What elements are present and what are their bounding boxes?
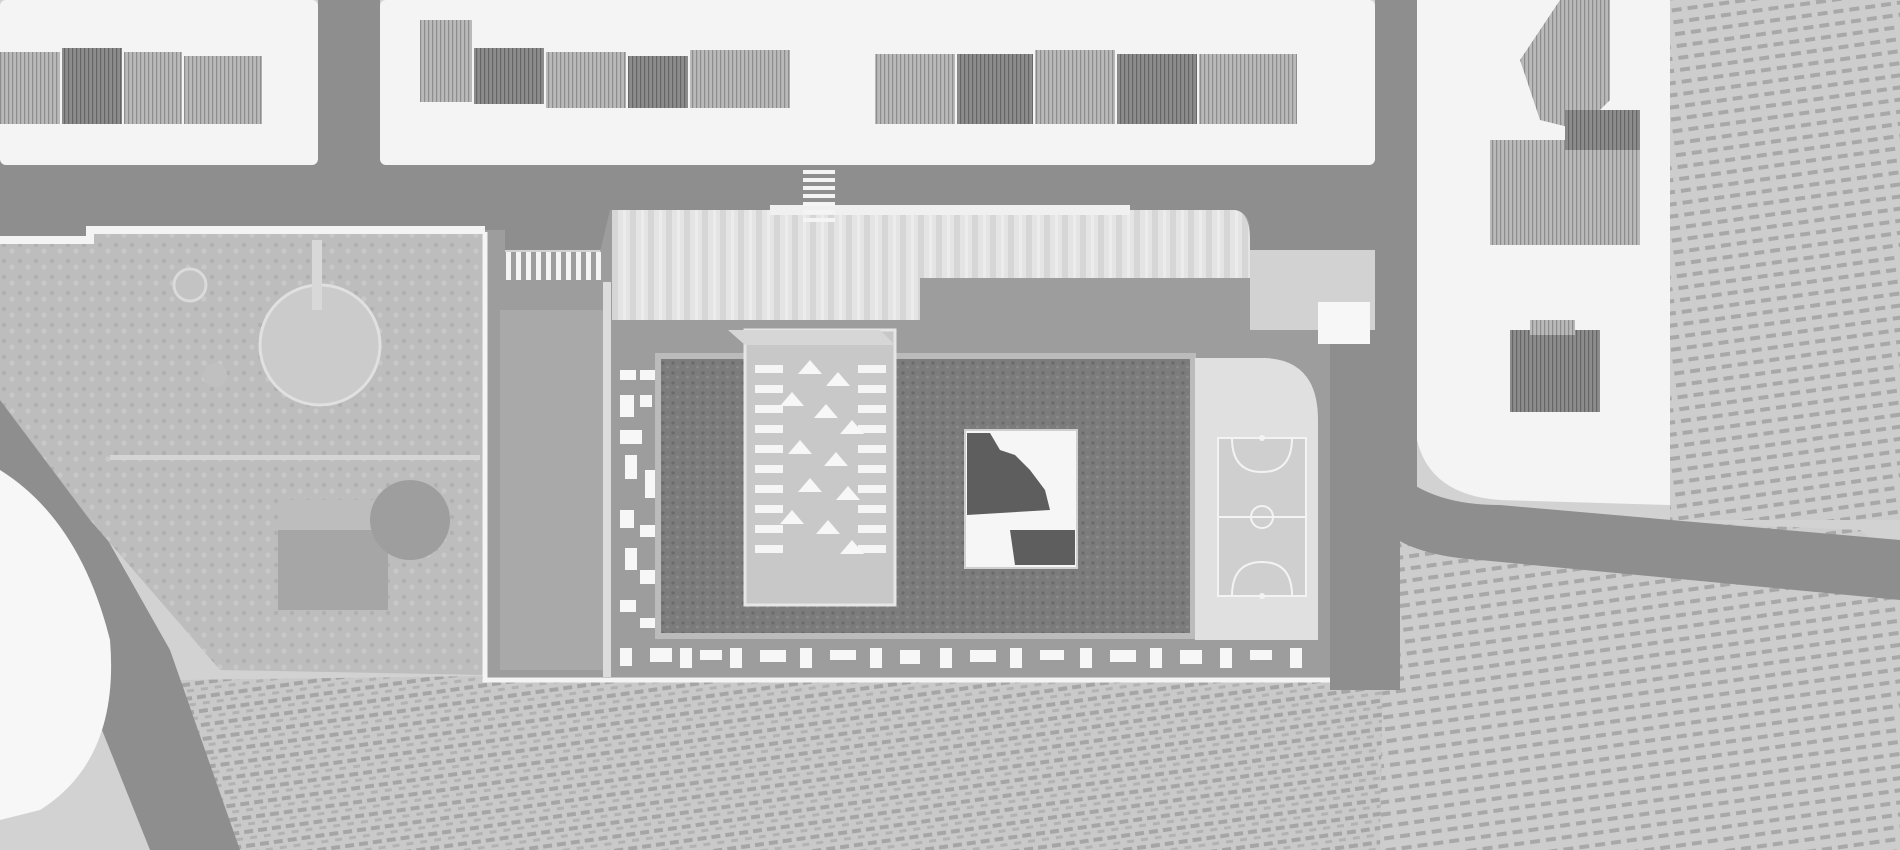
skylight-triangles [780, 360, 864, 554]
parking-area [500, 310, 605, 670]
agricultural-field [170, 0, 1900, 850]
road-east-of-school [1330, 330, 1400, 690]
courtyard-planting [967, 433, 1050, 515]
parking-stalls [620, 370, 1302, 668]
green-roof [655, 353, 1196, 639]
kiosk [1318, 302, 1370, 344]
crosswalk [506, 170, 835, 280]
park [0, 226, 485, 675]
plaza-stripes [612, 210, 1250, 320]
plaza-north-strip [770, 205, 1130, 215]
pitched-roof-building [0, 20, 1297, 124]
road-southwest [0, 400, 240, 850]
road-curve-east [1375, 470, 1900, 600]
school-site [485, 205, 1370, 680]
site-boundary-line [482, 232, 1330, 683]
tower-windows [755, 365, 886, 553]
pitched-roof-building-east [1490, 0, 1640, 412]
field-northeast [1670, 0, 1900, 520]
water-body [0, 470, 112, 820]
field-east [1380, 510, 1900, 850]
road-north-left [318, 0, 380, 180]
